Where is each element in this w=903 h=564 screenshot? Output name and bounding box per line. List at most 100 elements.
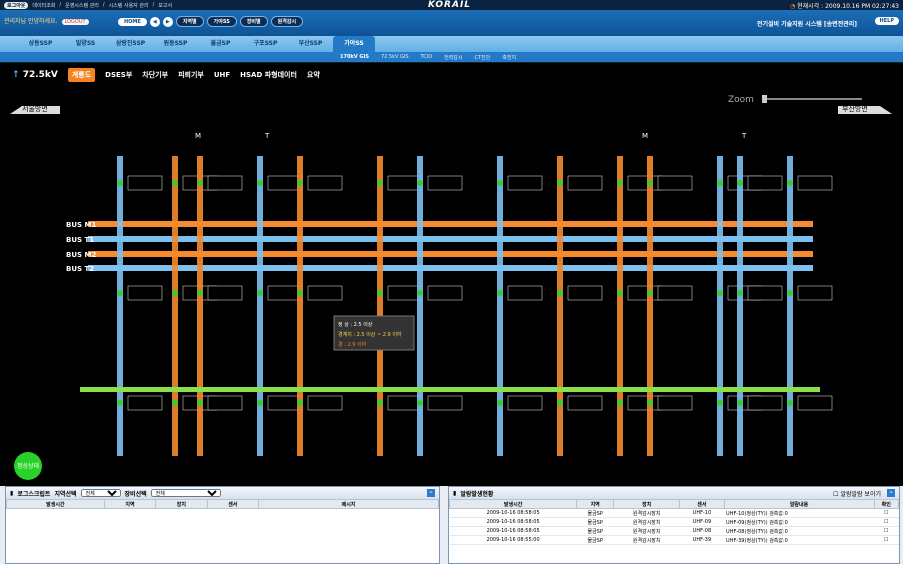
logout-button[interactable]: LOGOUT	[61, 19, 89, 25]
subtab-tcid[interactable]: TCID	[420, 54, 433, 60]
tab-gupo[interactable]: 구포SSP	[253, 40, 278, 47]
sensor-dot[interactable]	[557, 290, 563, 296]
tab-wondong[interactable]: 원동SSP	[163, 40, 188, 47]
sensor-dot[interactable]	[737, 400, 743, 406]
sensor-dot[interactable]	[497, 290, 503, 296]
measure-box[interactable]	[507, 175, 543, 191]
sensor-dot[interactable]	[497, 400, 503, 406]
sensor-dot[interactable]	[557, 180, 563, 186]
measure-box[interactable]	[127, 175, 163, 191]
sensor-dot[interactable]	[377, 180, 383, 186]
measure-box[interactable]	[427, 175, 463, 191]
home-button[interactable]: HOME	[118, 17, 147, 26]
measure-box[interactable]	[127, 285, 163, 301]
measure-box[interactable]	[507, 285, 543, 301]
tab-miryang[interactable]: 밀양SS	[75, 40, 96, 47]
measure-box[interactable]	[747, 285, 783, 301]
sensor-dot[interactable]	[787, 180, 793, 186]
measure-box[interactable]	[657, 395, 693, 411]
subtab-battery[interactable]: 축전지	[502, 54, 517, 61]
back-arrow-icon[interactable]: ◀	[149, 16, 160, 27]
measure-box[interactable]	[797, 175, 833, 191]
nav-region[interactable]: 지역별	[175, 16, 204, 27]
btn-diagram[interactable]: 계통도	[67, 67, 96, 82]
help-button[interactable]: HELP	[874, 17, 899, 25]
measure-box[interactable]	[507, 395, 543, 411]
measure-box[interactable]	[567, 175, 603, 191]
confirm-checkbox[interactable]: ☐	[874, 508, 899, 518]
measure-box[interactable]	[307, 395, 343, 411]
sensor-dot[interactable]	[717, 290, 723, 296]
subtab-ct[interactable]: CT진단	[474, 54, 491, 61]
sensor-dot[interactable]	[297, 180, 303, 186]
measure-box[interactable]	[427, 395, 463, 411]
sensor-dot[interactable]	[377, 400, 383, 406]
sensor-dot[interactable]	[717, 180, 723, 186]
measure-box[interactable]	[627, 395, 663, 411]
subtab-power[interactable]: 전력감시	[444, 54, 463, 61]
measure-box[interactable]	[657, 285, 693, 301]
sensor-dot[interactable]	[257, 400, 263, 406]
sensor-dot[interactable]	[647, 180, 653, 186]
measure-box[interactable]	[267, 285, 303, 301]
sensor-dot[interactable]	[197, 290, 203, 296]
btn-arrester[interactable]: 피뢰기부	[178, 70, 204, 79]
subtab-170kv[interactable]: 170kV GIS	[340, 54, 369, 60]
equip-select[interactable]: 전체	[150, 489, 221, 497]
measure-box[interactable]	[567, 285, 603, 301]
confirm-checkbox[interactable]: ☐	[874, 526, 899, 536]
measure-box[interactable]	[207, 285, 243, 301]
sensor-dot[interactable]	[172, 290, 178, 296]
tab-samrangjin[interactable]: 삼랑진SSP	[115, 40, 146, 47]
confirm-checkbox[interactable]: ☐	[874, 535, 899, 545]
alarm-minimize-icon[interactable]: –	[887, 489, 895, 497]
zoom-slider-handle[interactable]	[762, 95, 767, 103]
tab-gaya[interactable]: 가야SS	[333, 36, 375, 52]
zoom-slider-track[interactable]	[762, 98, 862, 100]
sensor-dot[interactable]	[717, 400, 723, 406]
minimize-icon[interactable]: –	[427, 489, 435, 497]
sensor-dot[interactable]	[197, 180, 203, 186]
sensor-dot[interactable]	[117, 180, 123, 186]
sensor-dot[interactable]	[172, 400, 178, 406]
sensor-dot[interactable]	[737, 180, 743, 186]
measure-box[interactable]	[267, 395, 303, 411]
status-indicator[interactable]	[14, 452, 42, 480]
tab-busan[interactable]: 부산SSP	[298, 40, 323, 47]
measure-box[interactable]	[207, 395, 243, 411]
measure-box[interactable]	[307, 285, 343, 301]
sensor-dot[interactable]	[297, 400, 303, 406]
measure-box[interactable]	[427, 285, 463, 301]
measure-box[interactable]	[207, 175, 243, 191]
sensor-dot[interactable]	[297, 290, 303, 296]
sensor-dot[interactable]	[617, 290, 623, 296]
nav-equipment[interactable]: 장비별	[239, 16, 268, 27]
sensor-dot[interactable]	[257, 180, 263, 186]
btn-breaker[interactable]: 차단기부	[142, 70, 169, 79]
measure-box[interactable]	[627, 285, 663, 301]
measure-box[interactable]	[127, 395, 163, 411]
sensor-dot[interactable]	[117, 400, 123, 406]
sensor-dot[interactable]	[257, 290, 263, 296]
sensor-dot[interactable]	[617, 400, 623, 406]
sensor-dot[interactable]	[497, 180, 503, 186]
logout-link[interactable]: 로그아웃	[4, 1, 29, 9]
measure-box[interactable]	[657, 175, 693, 191]
measure-box[interactable]	[747, 175, 783, 191]
tab-mulgeum[interactable]: 물금SP	[210, 40, 231, 47]
subtab-72kv[interactable]: 72.5kV GIS	[380, 54, 409, 60]
btn-uhf[interactable]: UHF	[213, 70, 231, 79]
btn-summary[interactable]: 요약	[306, 70, 320, 79]
breadcrumb-ops[interactable]: 운영시스템 관리	[65, 2, 99, 9]
sensor-dot[interactable]	[197, 400, 203, 406]
sensor-dot[interactable]	[787, 400, 793, 406]
sensor-dot[interactable]	[737, 290, 743, 296]
sensor-dot[interactable]	[417, 180, 423, 186]
measure-box[interactable]	[797, 285, 833, 301]
sensor-dot[interactable]	[417, 400, 423, 406]
breadcrumb-report[interactable]: 보고서	[158, 2, 173, 9]
measure-box[interactable]	[387, 175, 423, 191]
tab-sangdong[interactable]: 상동SSP	[28, 40, 53, 47]
